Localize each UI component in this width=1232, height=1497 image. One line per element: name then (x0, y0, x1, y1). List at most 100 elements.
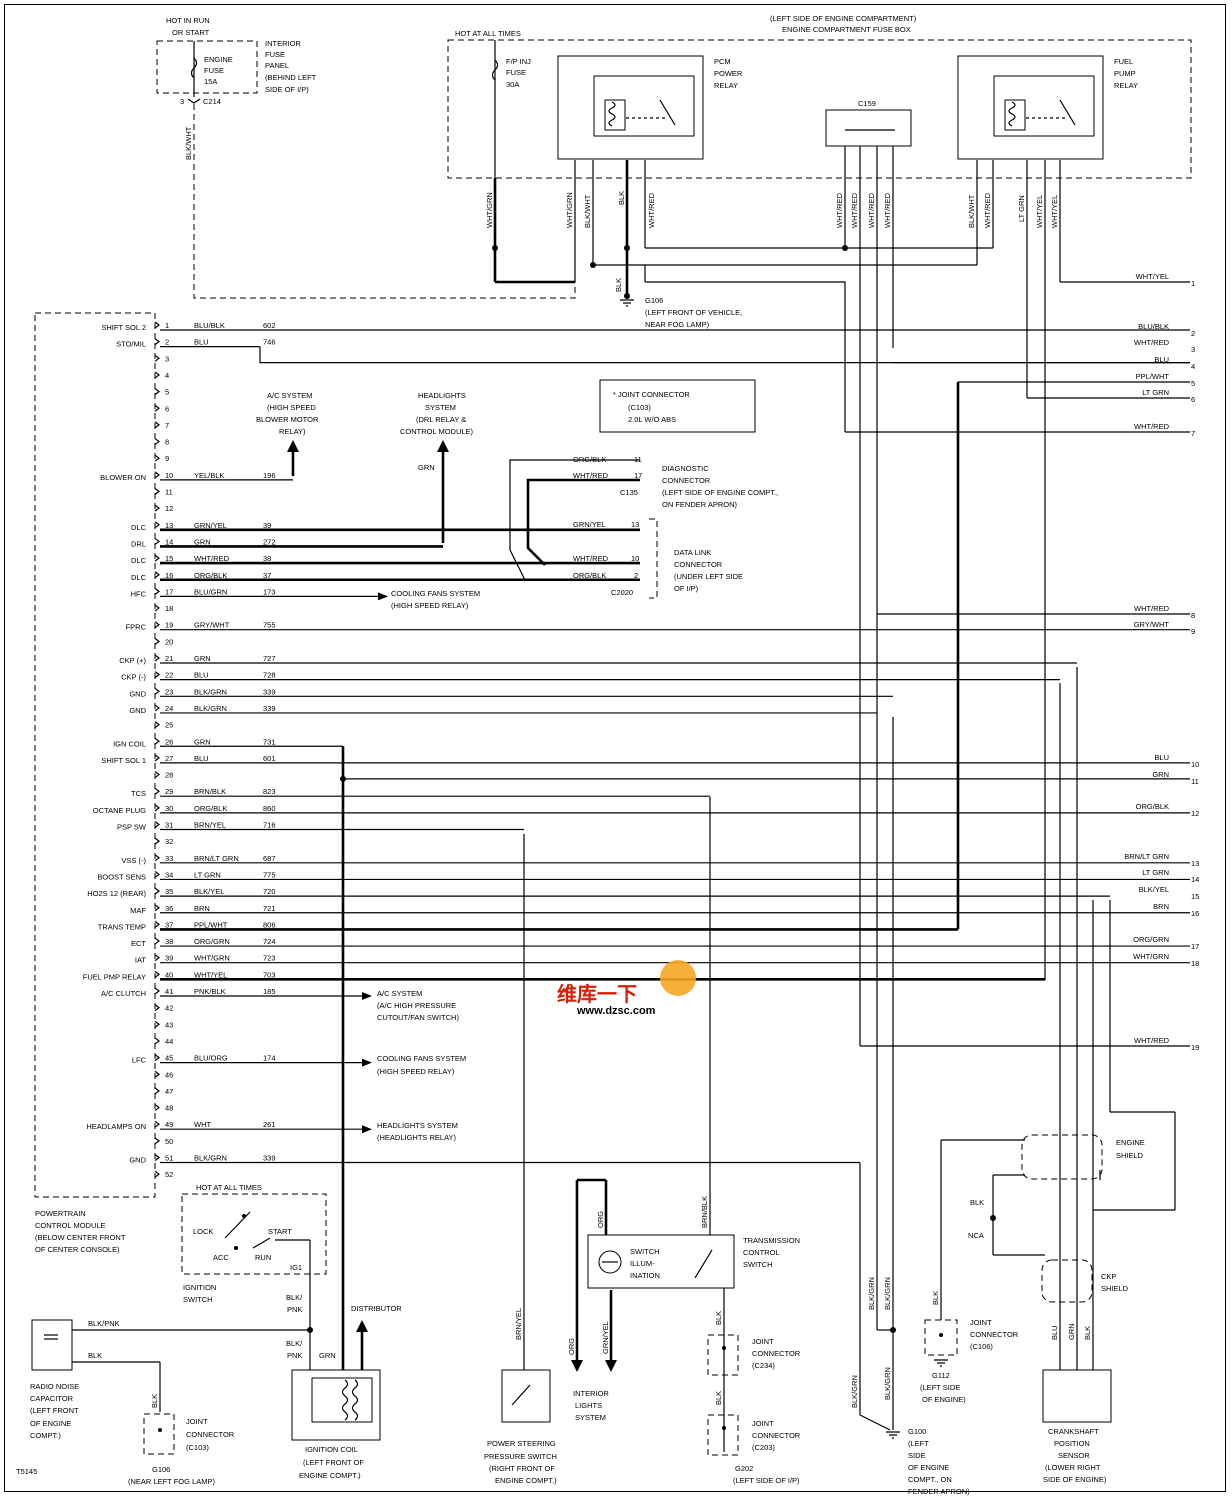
pin-function-label: ECT (131, 939, 146, 948)
pin-number: 45 (165, 1054, 173, 1063)
circuit-number: 727 (263, 654, 276, 663)
svg-text:PCM: PCM (714, 57, 731, 66)
svg-text:BLK/: BLK/ (286, 1339, 303, 1348)
right-wire-color: BLU (1154, 753, 1169, 762)
right-wire-color: WHT/RED (1134, 1036, 1170, 1045)
svg-text:SIDE OF ENGINE): SIDE OF ENGINE) (1043, 1475, 1107, 1484)
pin-number: 44 (165, 1037, 173, 1046)
pin-function-label: GND (129, 1156, 146, 1165)
wire-color-label: BLU/ORG (194, 1054, 228, 1063)
watermark-url: www.dzsc.com (576, 1005, 656, 1017)
svg-text:WHT/YEL: WHT/YEL (1035, 195, 1044, 228)
pin-terminal (154, 637, 160, 645)
pin-number: 3 (165, 354, 169, 363)
svg-text:OF I/P): OF I/P) (674, 584, 699, 593)
svg-text:CAPACITOR: CAPACITOR (30, 1394, 74, 1403)
pin-terminal (154, 1120, 160, 1128)
pin-number: 13 (165, 521, 173, 530)
circuit-number: 38 (263, 554, 271, 563)
svg-text:(LEFT SIDE: (LEFT SIDE (920, 1383, 960, 1392)
pin-terminal (154, 521, 160, 529)
pin-terminal (154, 854, 160, 862)
pin-number: 28 (165, 771, 173, 780)
svg-text:2.0L W/O ABS: 2.0L W/O ABS (628, 415, 676, 424)
svg-text:FUSE: FUSE (204, 66, 224, 75)
svg-text:JOINT: JOINT (186, 1417, 208, 1426)
pin-terminal (154, 354, 160, 362)
wire-color-label: GRN/YEL (194, 521, 227, 530)
svg-text:FENDER APRON): FENDER APRON) (908, 1487, 970, 1496)
svg-text:COMPT., ON: COMPT., ON (908, 1475, 952, 1484)
pin-number: 24 (165, 704, 173, 713)
right-wire-color: WHT/YEL (1136, 272, 1169, 281)
circuit-number: 716 (263, 821, 276, 830)
arrow-icon (378, 592, 388, 601)
svg-text:FUSE: FUSE (265, 50, 285, 59)
svg-text:(LEFT SIDE OF I/P): (LEFT SIDE OF I/P) (733, 1476, 800, 1485)
svg-text:SHIELD: SHIELD (1101, 1284, 1129, 1293)
right-connector-number: 5 (1191, 379, 1195, 388)
pcm-pin-row: 32 (154, 837, 173, 846)
svg-text:LT GRN: LT GRN (1017, 195, 1026, 222)
pin-terminal (154, 1137, 160, 1145)
pin-number: 36 (165, 904, 173, 913)
svg-text:BRN/BLK: BRN/BLK (700, 1196, 709, 1228)
svg-text:NCA: NCA (968, 1231, 984, 1240)
powertrain-control-module: POWERTRAIN CONTROL MODULE (BELOW CENTER … (34, 312, 156, 1254)
pin-function-label: GND (129, 706, 146, 715)
right-wire-color: WHT/GRN (1133, 952, 1169, 961)
svg-text:WHT/GRN: WHT/GRN (565, 192, 574, 228)
pin-function-label: HFC (131, 589, 147, 598)
svg-text:TRANSMISSION: TRANSMISSION (743, 1236, 800, 1245)
pin-number: 4 (165, 371, 169, 380)
pin-number: 47 (165, 1087, 173, 1096)
svg-text:G100: G100 (908, 1427, 926, 1436)
svg-text:ON FENDER APRON): ON FENDER APRON) (662, 500, 738, 509)
circuit-number: 339 (263, 704, 276, 713)
svg-text:HOT AT ALL TIMES: HOT AT ALL TIMES (455, 29, 521, 38)
pcm-pin-row: 12 (154, 504, 173, 513)
diagram-frame (4, 4, 1226, 1492)
svg-text:BLK: BLK (614, 278, 623, 292)
svg-text:CONNECTOR: CONNECTOR (752, 1349, 801, 1358)
right-connector-number: 1 (1191, 279, 1195, 288)
svg-text:ENGINE: ENGINE (1116, 1138, 1145, 1147)
svg-text:(LEFT: (LEFT (908, 1439, 929, 1448)
svg-text:CONNECTOR: CONNECTOR (970, 1330, 1019, 1339)
svg-text:BLK: BLK (931, 1291, 940, 1305)
right-connector-number: 14 (1191, 875, 1199, 884)
svg-text:(RIGHT FRONT OF: (RIGHT FRONT OF (489, 1464, 555, 1473)
pin-number: 2 (165, 338, 169, 347)
pin-number: 51 (165, 1154, 173, 1163)
pin-terminal (154, 1170, 160, 1178)
svg-text:SENSOR: SENSOR (1058, 1451, 1090, 1460)
pin-function-label: VSS (-) (121, 856, 146, 865)
pin-terminal (154, 737, 160, 745)
svg-text:* JOINT CONNECTOR: * JOINT CONNECTOR (613, 390, 690, 399)
svg-text:POSITION: POSITION (1054, 1439, 1090, 1448)
svg-text:BLK: BLK (714, 1391, 723, 1405)
pin-terminal (154, 1087, 160, 1095)
pin-number: 10 (165, 471, 173, 480)
svg-text:BLK/WHT: BLK/WHT (184, 126, 193, 160)
svg-text:JOINT: JOINT (752, 1337, 774, 1346)
svg-text:BLK: BLK (1083, 1326, 1092, 1340)
pin-terminal (154, 1037, 160, 1045)
pin-number: 11 (165, 488, 173, 497)
svg-text:BLK/GRN: BLK/GRN (867, 1277, 876, 1310)
svg-text:BLK/WHT: BLK/WHT (967, 194, 976, 228)
svg-text:F/P INJ: F/P INJ (506, 57, 531, 66)
pin-function-label: LFC (132, 1056, 147, 1065)
wire-color-label: BRN/BLK (194, 787, 226, 796)
